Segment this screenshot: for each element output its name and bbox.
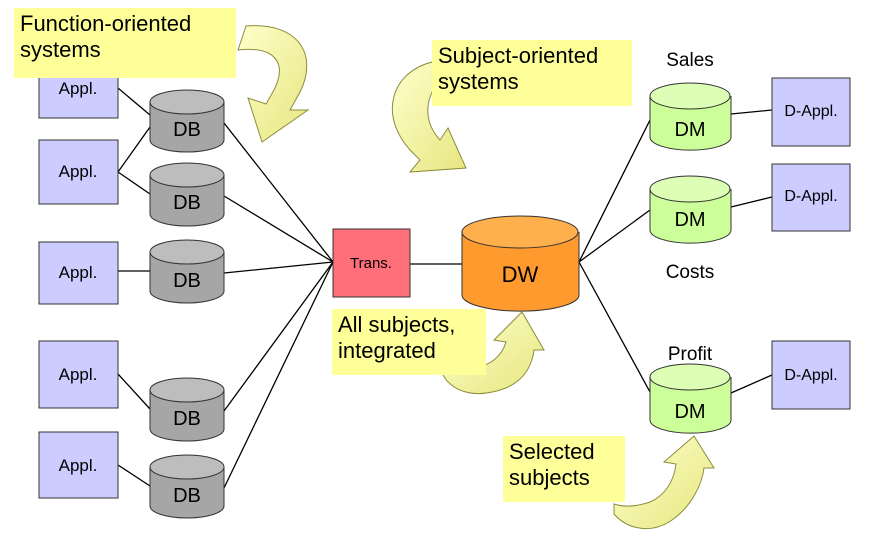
- callout-line: Selected: [509, 439, 595, 464]
- database-cylinder: DB: [149, 89, 225, 153]
- callout-line: Function-oriented: [20, 11, 192, 36]
- database-cylinder: DB: [149, 162, 225, 227]
- dependent-application-box: D-Appl.: [771, 340, 851, 410]
- curved-arrow-selected: [613, 435, 715, 530]
- data-mart-cylinder: DM: [649, 82, 732, 151]
- database-cylinder: DB: [149, 239, 225, 304]
- application-box: Appl.: [38, 340, 119, 409]
- callout-subject-oriented: Subject-oriented systems: [432, 40, 632, 106]
- warehouse-label: DW: [502, 262, 539, 287]
- database-cylinder: DB: [149, 454, 225, 519]
- application-label: Appl.: [59, 456, 98, 475]
- callout-function-oriented: Function-oriented systems: [14, 8, 236, 78]
- database-label: DB: [173, 408, 201, 430]
- callout-line: integrated: [338, 338, 436, 363]
- curved-arrow-subject: [392, 61, 467, 173]
- callout-line: systems: [20, 37, 101, 62]
- database-label: DB: [173, 270, 201, 292]
- dependent-application-box: D-Appl.: [771, 163, 851, 232]
- callout-line: systems: [438, 69, 519, 94]
- application-label: Appl.: [59, 162, 98, 181]
- database-label: DB: [173, 119, 201, 141]
- callout-selected-subjects: Selected subjects: [503, 436, 625, 502]
- application-box: Appl.: [38, 139, 119, 205]
- data-mart-label: DM: [674, 401, 705, 423]
- application-label: Appl.: [59, 365, 98, 384]
- curved-arrow-function: [237, 25, 310, 143]
- connector-lines: [117, 87, 773, 489]
- subject-label-sales: Sales: [666, 50, 714, 71]
- dependent-application-box: D-Appl.: [771, 77, 851, 147]
- data-mart-label: DM: [674, 119, 705, 141]
- application-label: Appl.: [59, 263, 98, 282]
- callout-line: Subject-oriented: [438, 43, 599, 68]
- callout-line: All subjects,: [338, 312, 456, 337]
- application-box: Appl.: [38, 431, 119, 499]
- application-label: Appl.: [59, 79, 98, 98]
- data-mart-cylinder: DM: [649, 363, 732, 434]
- transform-box: Trans.: [332, 228, 411, 298]
- data-mart-label: DM: [674, 209, 705, 231]
- database-cylinder: DB: [149, 377, 225, 442]
- dependent-application-label: D-Appl.: [784, 188, 837, 205]
- subject-label-costs: Costs: [666, 262, 715, 283]
- callout-line: subjects: [509, 465, 590, 490]
- dependent-application-label: D-Appl.: [784, 367, 837, 384]
- application-box: Appl.: [38, 241, 119, 305]
- subject-label-profit: Profit: [668, 344, 713, 365]
- database-label: DB: [173, 192, 201, 214]
- database-label: DB: [173, 485, 201, 507]
- callout-all-subjects-integrated: All subjects, integrated: [332, 309, 486, 375]
- data-mart-cylinder: DM: [649, 175, 732, 244]
- transform-label: Trans.: [350, 255, 392, 272]
- warehouse-cylinder: DW: [461, 215, 580, 312]
- dependent-application-label: D-Appl.: [784, 103, 837, 120]
